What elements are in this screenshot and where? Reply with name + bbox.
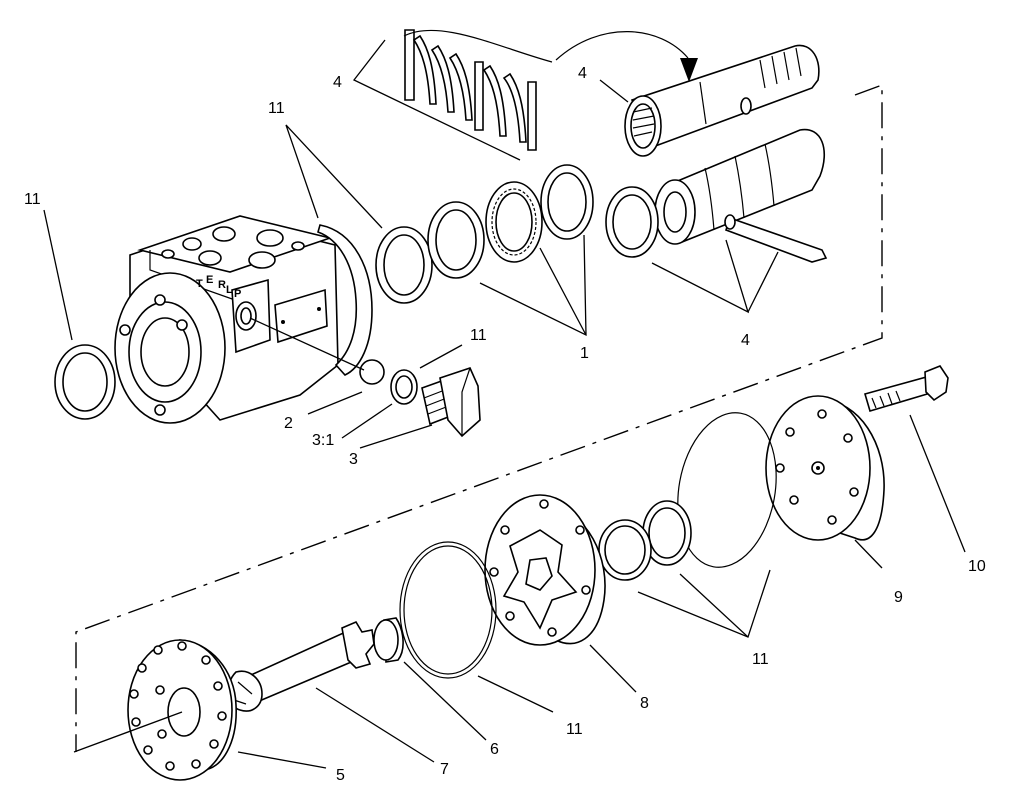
drive-shaft <box>227 620 375 712</box>
wear-plate <box>127 639 237 781</box>
o-rings-right <box>598 412 777 581</box>
callout-10: 10 <box>968 558 986 575</box>
o-ring-bottom <box>399 541 497 679</box>
check-ball <box>359 359 385 385</box>
callout-11-top-left: 11 <box>24 191 41 208</box>
leaf-springs <box>403 29 698 151</box>
port-mark-r: R <box>218 279 226 291</box>
leader-lines <box>43 39 966 769</box>
callout-2: 2 <box>284 415 293 432</box>
callout-labels: 4 4 11 11 1 4 11 2 3:1 3 10 9 11 8 11 6 … <box>24 65 986 784</box>
port-mark-p: P <box>234 288 241 300</box>
callout-11-top: 11 <box>268 100 285 117</box>
port-mark-e: E <box>206 274 213 286</box>
housing-port-marks: T E R L P <box>196 274 241 300</box>
callout-11-bottom: 11 <box>566 721 583 738</box>
callout-4-springs: 4 <box>333 74 342 91</box>
plug <box>421 367 481 438</box>
port-mark-t: T <box>196 278 203 290</box>
bolt <box>864 365 949 412</box>
spool-assembly <box>624 44 828 263</box>
callout-8: 8 <box>640 695 649 712</box>
arrow-icon <box>680 58 698 82</box>
callout-9: 9 <box>894 589 903 606</box>
gerotor <box>484 494 606 646</box>
callout-7: 7 <box>440 761 449 778</box>
valve-housing: T E R L P <box>114 215 373 424</box>
end-cap <box>765 395 885 541</box>
callout-4-sleeve: 4 <box>578 65 587 82</box>
callout-1: 1 <box>580 345 589 362</box>
callout-3-1: 3:1 <box>312 432 334 449</box>
callout-6: 6 <box>490 741 499 758</box>
port-mark-l: L <box>226 284 233 296</box>
callout-11-small: 11 <box>470 327 487 344</box>
callout-11-lower-right: 11 <box>752 651 769 668</box>
seal-rings <box>54 164 659 420</box>
callout-3: 3 <box>349 451 358 468</box>
spacer <box>373 617 404 663</box>
callout-4-bottom: 4 <box>741 332 750 349</box>
section-boundary <box>75 83 883 752</box>
callout-5: 5 <box>336 767 345 784</box>
